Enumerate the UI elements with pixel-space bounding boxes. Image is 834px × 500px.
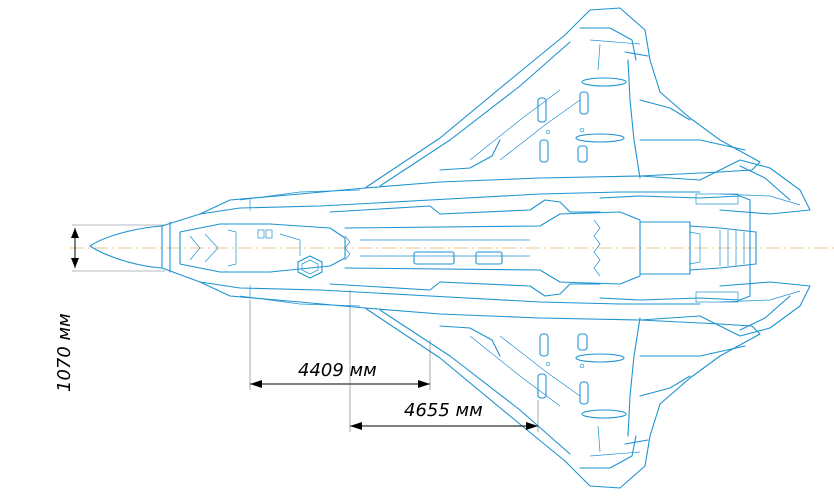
dimension-length-a <box>249 300 431 390</box>
fuselage <box>89 175 757 321</box>
lower-wing <box>364 307 761 489</box>
height-dimension-label: 1070 мм <box>54 313 75 392</box>
length-a-dimension-label: 4409 мм <box>298 360 377 381</box>
dimension-height <box>71 224 165 272</box>
length-b-dimension-label: 4655 мм <box>404 400 483 421</box>
upper-wing <box>364 7 761 189</box>
upper-tail <box>699 159 811 215</box>
lower-tail <box>699 281 811 337</box>
dimension-length-b <box>349 290 539 432</box>
